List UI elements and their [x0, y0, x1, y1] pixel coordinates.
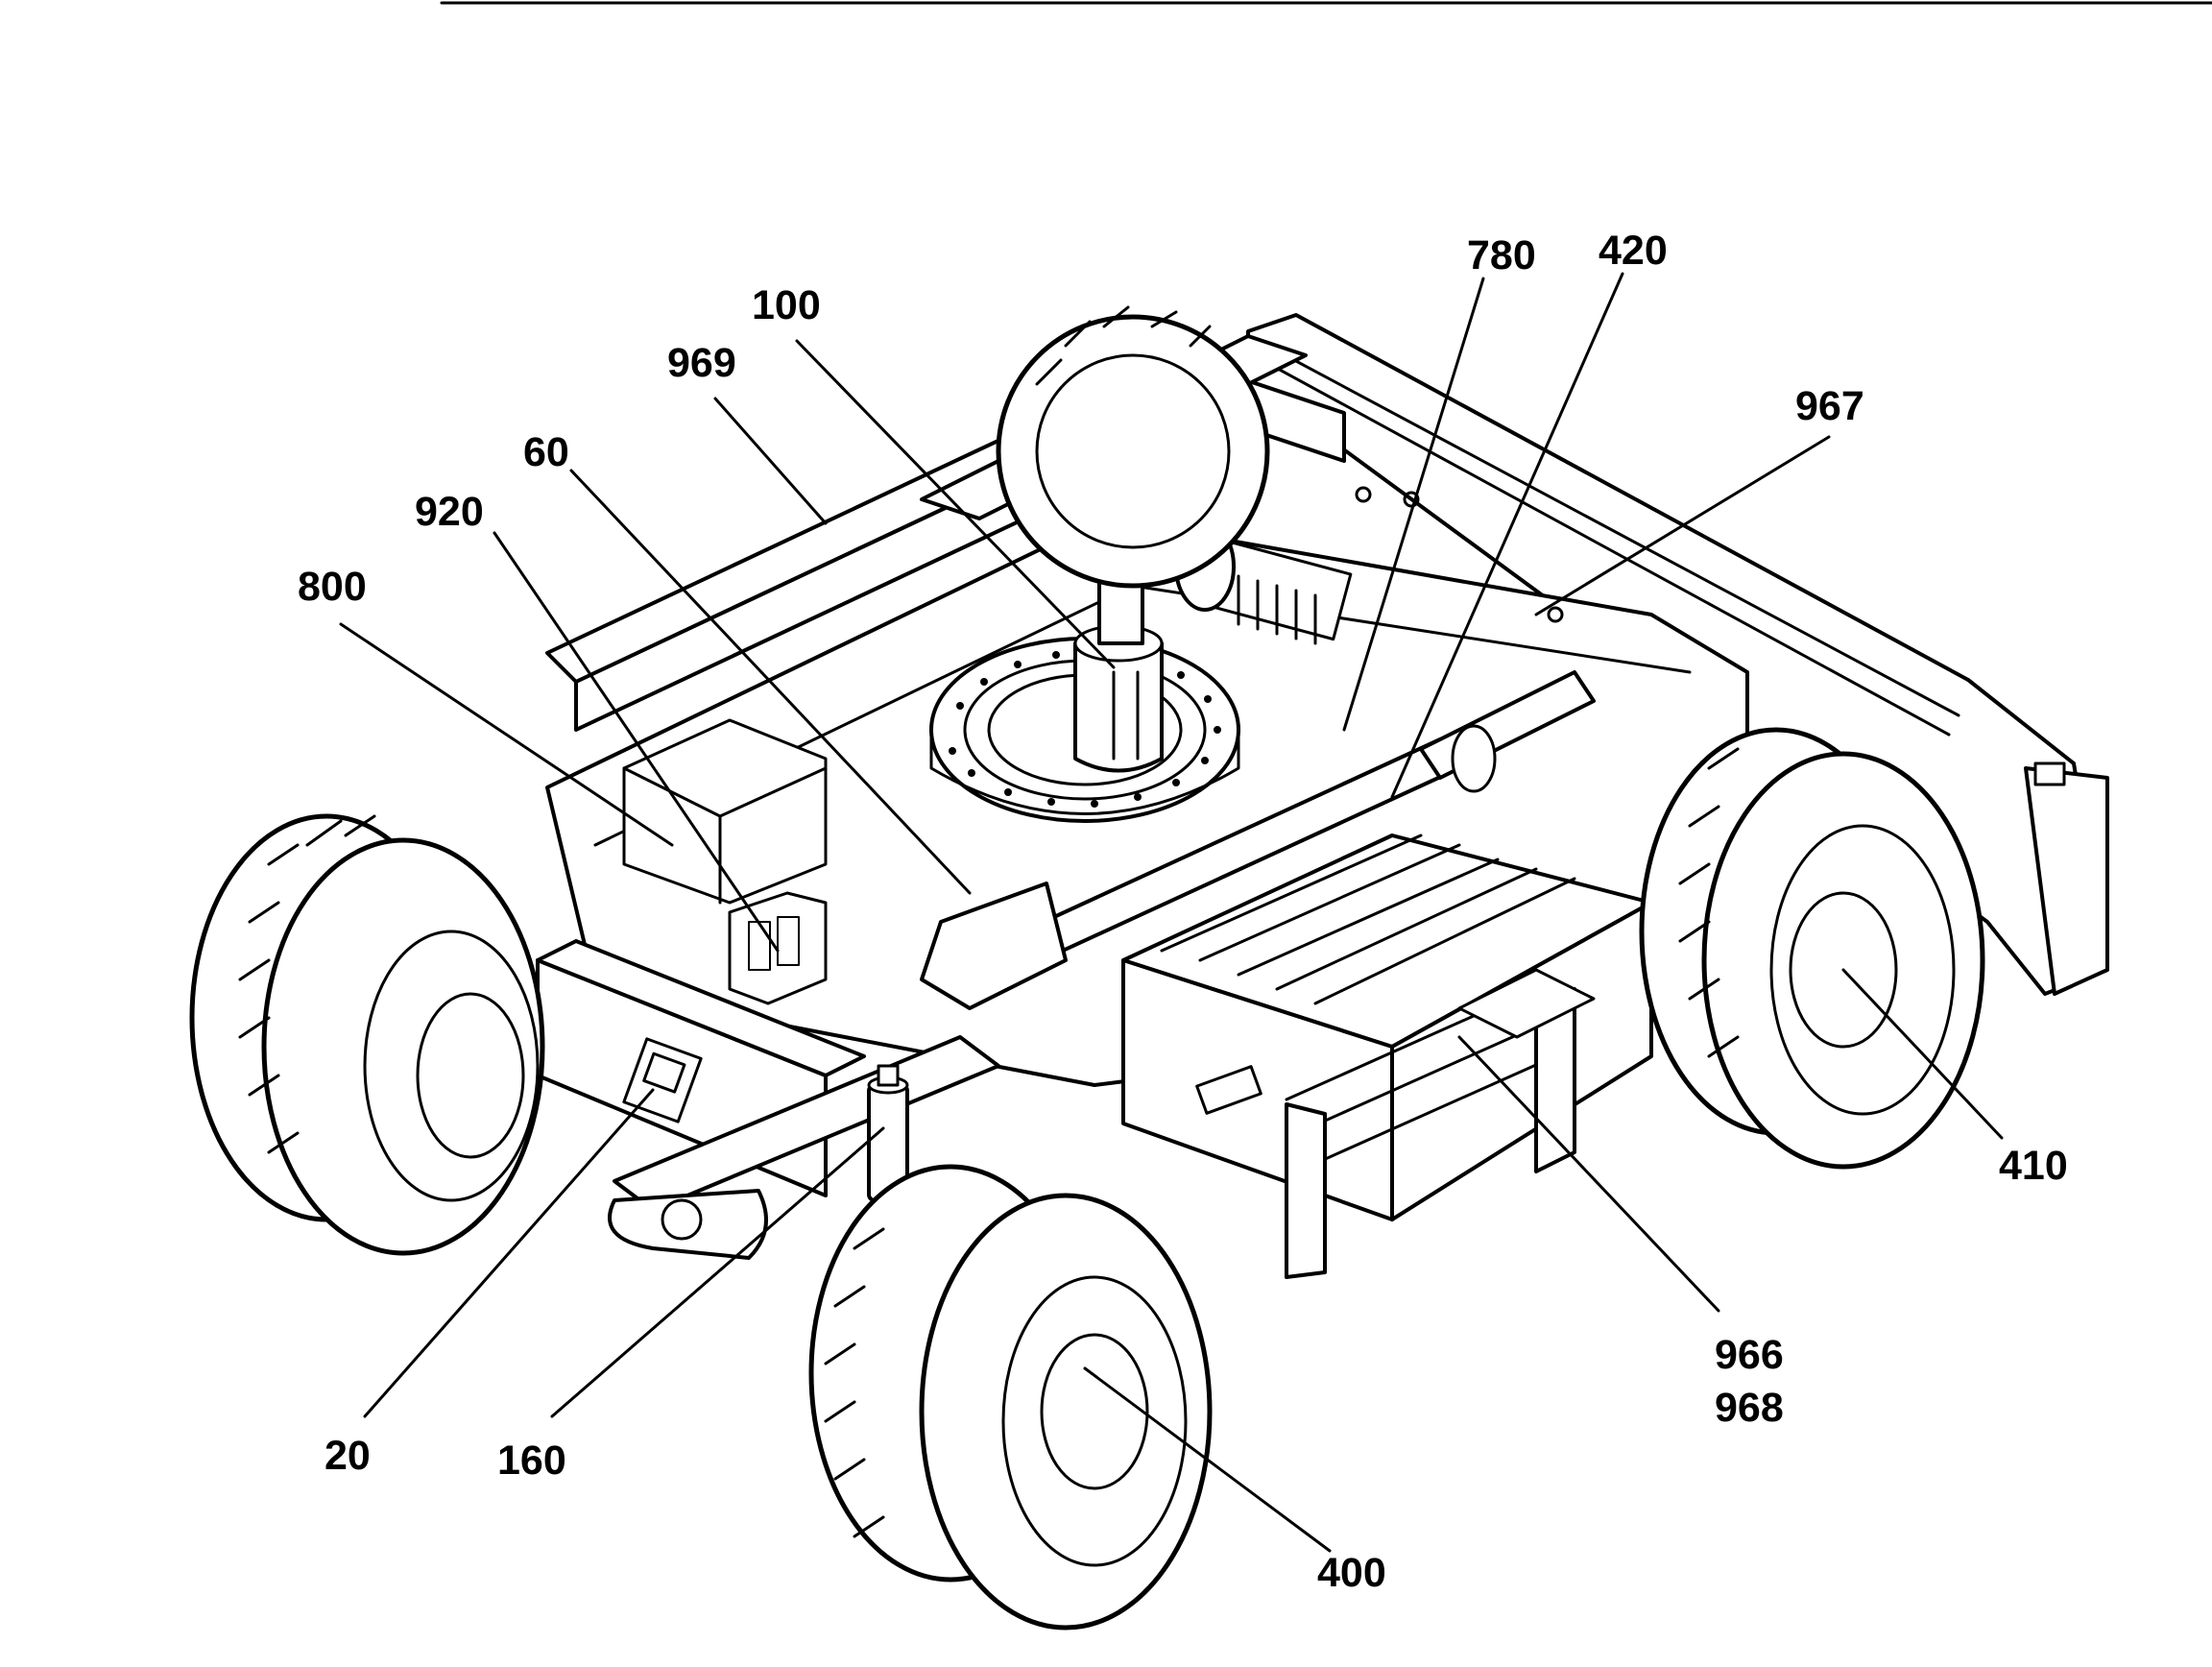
leader-100 — [795, 339, 1116, 669]
leader-800 — [339, 622, 674, 847]
callout-920: 920 — [415, 489, 484, 535]
leader-410 — [1841, 968, 2004, 1140]
callout-420: 420 — [1599, 228, 1668, 274]
callout-967: 967 — [1795, 383, 1864, 429]
leader-lines — [339, 272, 2004, 1553]
leader-60 — [569, 469, 972, 895]
wheel-rear-right — [996, 305, 1270, 589]
callout-100: 100 — [752, 282, 821, 328]
wheel-front-right — [1639, 727, 1985, 1170]
callout-968: 968 — [1715, 1385, 1784, 1431]
callout-966: 966 — [1715, 1332, 1784, 1378]
callout-60: 60 — [523, 429, 569, 475]
leader-920 — [493, 531, 780, 953]
callout-410: 410 — [1999, 1143, 2068, 1189]
leader-20 — [363, 1088, 655, 1418]
callout-800: 800 — [298, 564, 367, 610]
callout-400: 400 — [1317, 1550, 1386, 1596]
callout-160: 160 — [497, 1437, 566, 1484]
leader-966 — [1457, 1035, 1720, 1313]
leader-400 — [1083, 1366, 1332, 1553]
leader-780 — [1342, 277, 1485, 732]
wheel-front-left — [808, 1164, 1213, 1631]
leader-967 — [1534, 435, 1831, 616]
leader-969 — [713, 397, 828, 525]
wheel-rear-left — [189, 813, 545, 1256]
callout-labels: 20 60 100 160 400 410 420 780 800 920 96… — [298, 228, 2068, 1596]
leader-420 — [1390, 272, 1624, 799]
toolbox — [1121, 834, 1653, 1279]
callout-20: 20 — [325, 1433, 371, 1479]
callout-780: 780 — [1467, 232, 1536, 278]
leader-160 — [550, 1126, 885, 1418]
callout-969: 969 — [667, 340, 736, 386]
